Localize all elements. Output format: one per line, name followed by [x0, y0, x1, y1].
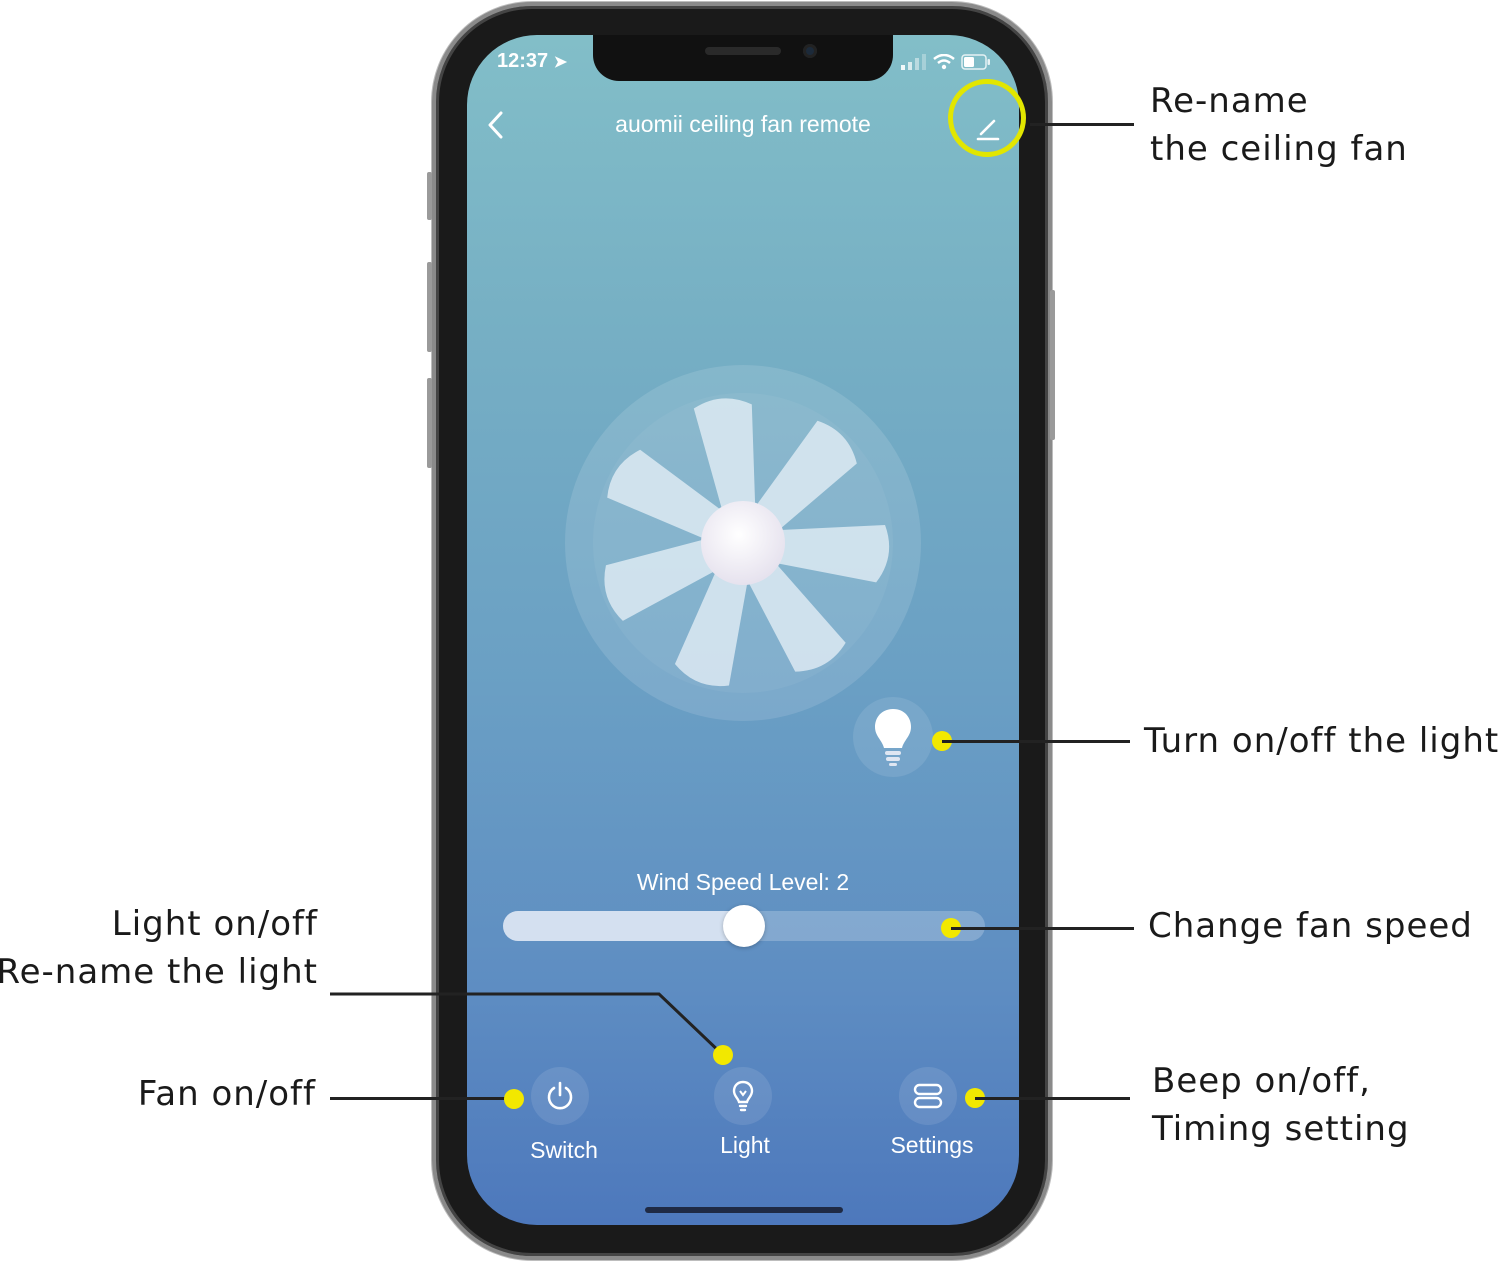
wifi-icon	[933, 54, 955, 70]
switch-button[interactable]	[531, 1067, 589, 1125]
light-toggle-leader-line	[942, 740, 1130, 743]
back-chevron-icon[interactable]	[483, 109, 509, 141]
settings-leader-line	[975, 1097, 1130, 1100]
light-toggle-button[interactable]	[853, 697, 933, 777]
edit-highlight-ring	[948, 79, 1026, 157]
notch	[593, 35, 893, 81]
rename-light-annotation: Re-name the light	[0, 952, 318, 992]
front-camera	[803, 44, 817, 58]
settings-label[interactable]: Settings	[890, 1132, 974, 1158]
wind-speed-slider-fill	[503, 911, 744, 941]
page-title: auomii ceiling fan remote	[615, 111, 871, 137]
cellular-signal-icon	[901, 54, 926, 70]
wind-speed-label: Wind Speed Level: 2	[636, 869, 850, 895]
battery-icon	[961, 54, 990, 70]
rename-fan-annotation: Re-name the ceiling fan	[1150, 77, 1408, 173]
speed-leader-line	[951, 927, 1134, 930]
location-arrow-icon: ➤	[553, 54, 568, 71]
toggle-light-annotation: Turn on/off the light	[1144, 721, 1500, 761]
beep-annotation: Beep on/off,	[1152, 1061, 1371, 1101]
fan-hub	[701, 501, 785, 585]
status-time: 12:37 ➤	[497, 50, 567, 73]
light-on-off-annotation: Light on/off	[111, 904, 318, 944]
fan-illustration	[565, 365, 921, 721]
power-button	[1050, 290, 1055, 440]
switch-label[interactable]: Switch	[530, 1137, 598, 1163]
status-indicators	[901, 53, 991, 71]
lightbulb-icon	[875, 709, 911, 766]
earpiece-speaker	[705, 47, 781, 55]
settings-button[interactable]	[899, 1067, 957, 1125]
home-indicator[interactable]	[645, 1207, 843, 1213]
switch-button-marker	[504, 1089, 524, 1109]
change-speed-annotation: Change fan speed	[1148, 906, 1473, 946]
light-label[interactable]: Light	[720, 1132, 770, 1158]
wind-speed-slider[interactable]	[503, 905, 985, 947]
fan-on-off-annotation: Fan on/off	[137, 1074, 316, 1114]
rename-fan-annotation-line1: Re-name	[1150, 81, 1309, 121]
app-screen: 12:37 ➤ auomii ceiling fan remote	[467, 35, 1019, 1225]
fan-on-off-leader-line	[330, 1097, 514, 1100]
wind-speed-slider-thumb[interactable]	[723, 905, 765, 947]
light-annotation: Light on/off Re-name the light	[0, 900, 318, 996]
beep-timing-annotation: Beep on/off, Timing setting	[1152, 1057, 1410, 1153]
volume-up-button	[427, 262, 432, 352]
light-button[interactable]	[714, 1067, 772, 1125]
rename-fan-annotation-line2: the ceiling fan	[1150, 129, 1408, 169]
mute-switch	[427, 172, 432, 220]
rename-fan-leader-line	[1030, 123, 1134, 126]
light-button-marker	[713, 1045, 733, 1065]
volume-down-button	[427, 378, 432, 468]
settings-toggle-icon	[913, 1083, 943, 1109]
status-time-text: 12:37	[497, 50, 549, 72]
power-icon	[547, 1081, 573, 1110]
timing-annotation: Timing setting	[1152, 1109, 1410, 1149]
lightbulb-outline-icon	[732, 1080, 754, 1112]
